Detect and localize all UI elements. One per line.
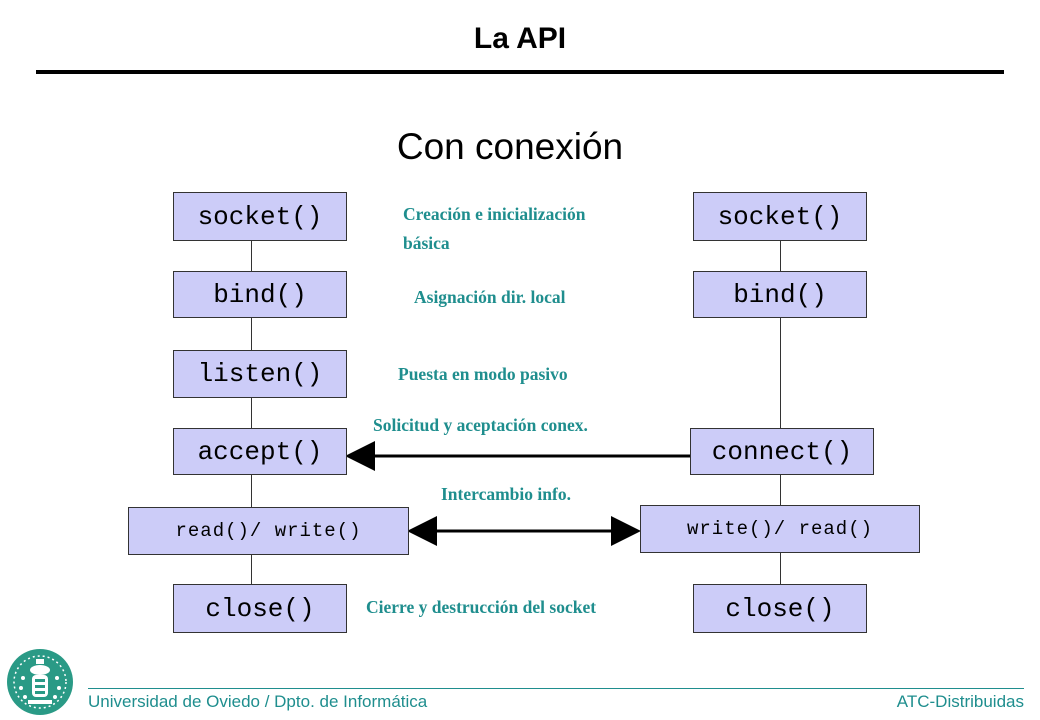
server-accept-box: accept() [173,428,347,475]
annotation-connect: Solicitud y aceptación conex. [373,415,588,435]
footer-course: ATC-Distribuidas [896,692,1024,711]
footer-institution: Universidad de Oviedo / Dpto. de Informá… [88,692,428,711]
annotation-creation-line2: básica [403,233,450,253]
server-lifeline [251,240,252,585]
annotation-exchange: Intercambio info. [441,484,571,504]
client-bind-box: bind() [693,271,867,318]
slide-subtitle: Con conexión [396,126,624,167]
server-close-box: close() [173,584,347,633]
university-logo [7,649,73,715]
client-writeread-box: write()/ read() [640,505,920,553]
annotation-close: Cierre y destrucción del socket [366,597,597,617]
title-rule [36,70,1004,74]
annotation-creation-line1: Creación e inicialización [403,204,586,224]
client-socket-box: socket() [693,192,867,241]
server-listen-box: listen() [173,350,347,398]
client-connect-box: connect() [690,428,874,475]
server-socket-box: socket() [173,192,347,241]
footer-rule [88,688,1024,689]
client-close-box: close() [693,584,867,633]
annotation-listen: Puesta en modo pasivo [398,364,568,384]
slide-title: La API [473,22,567,55]
server-bind-box: bind() [173,271,347,318]
annotation-bind: Asignación dir. local [414,287,566,307]
server-readwrite-box: read()/ write() [128,507,409,555]
client-lifeline-upper [780,240,781,430]
